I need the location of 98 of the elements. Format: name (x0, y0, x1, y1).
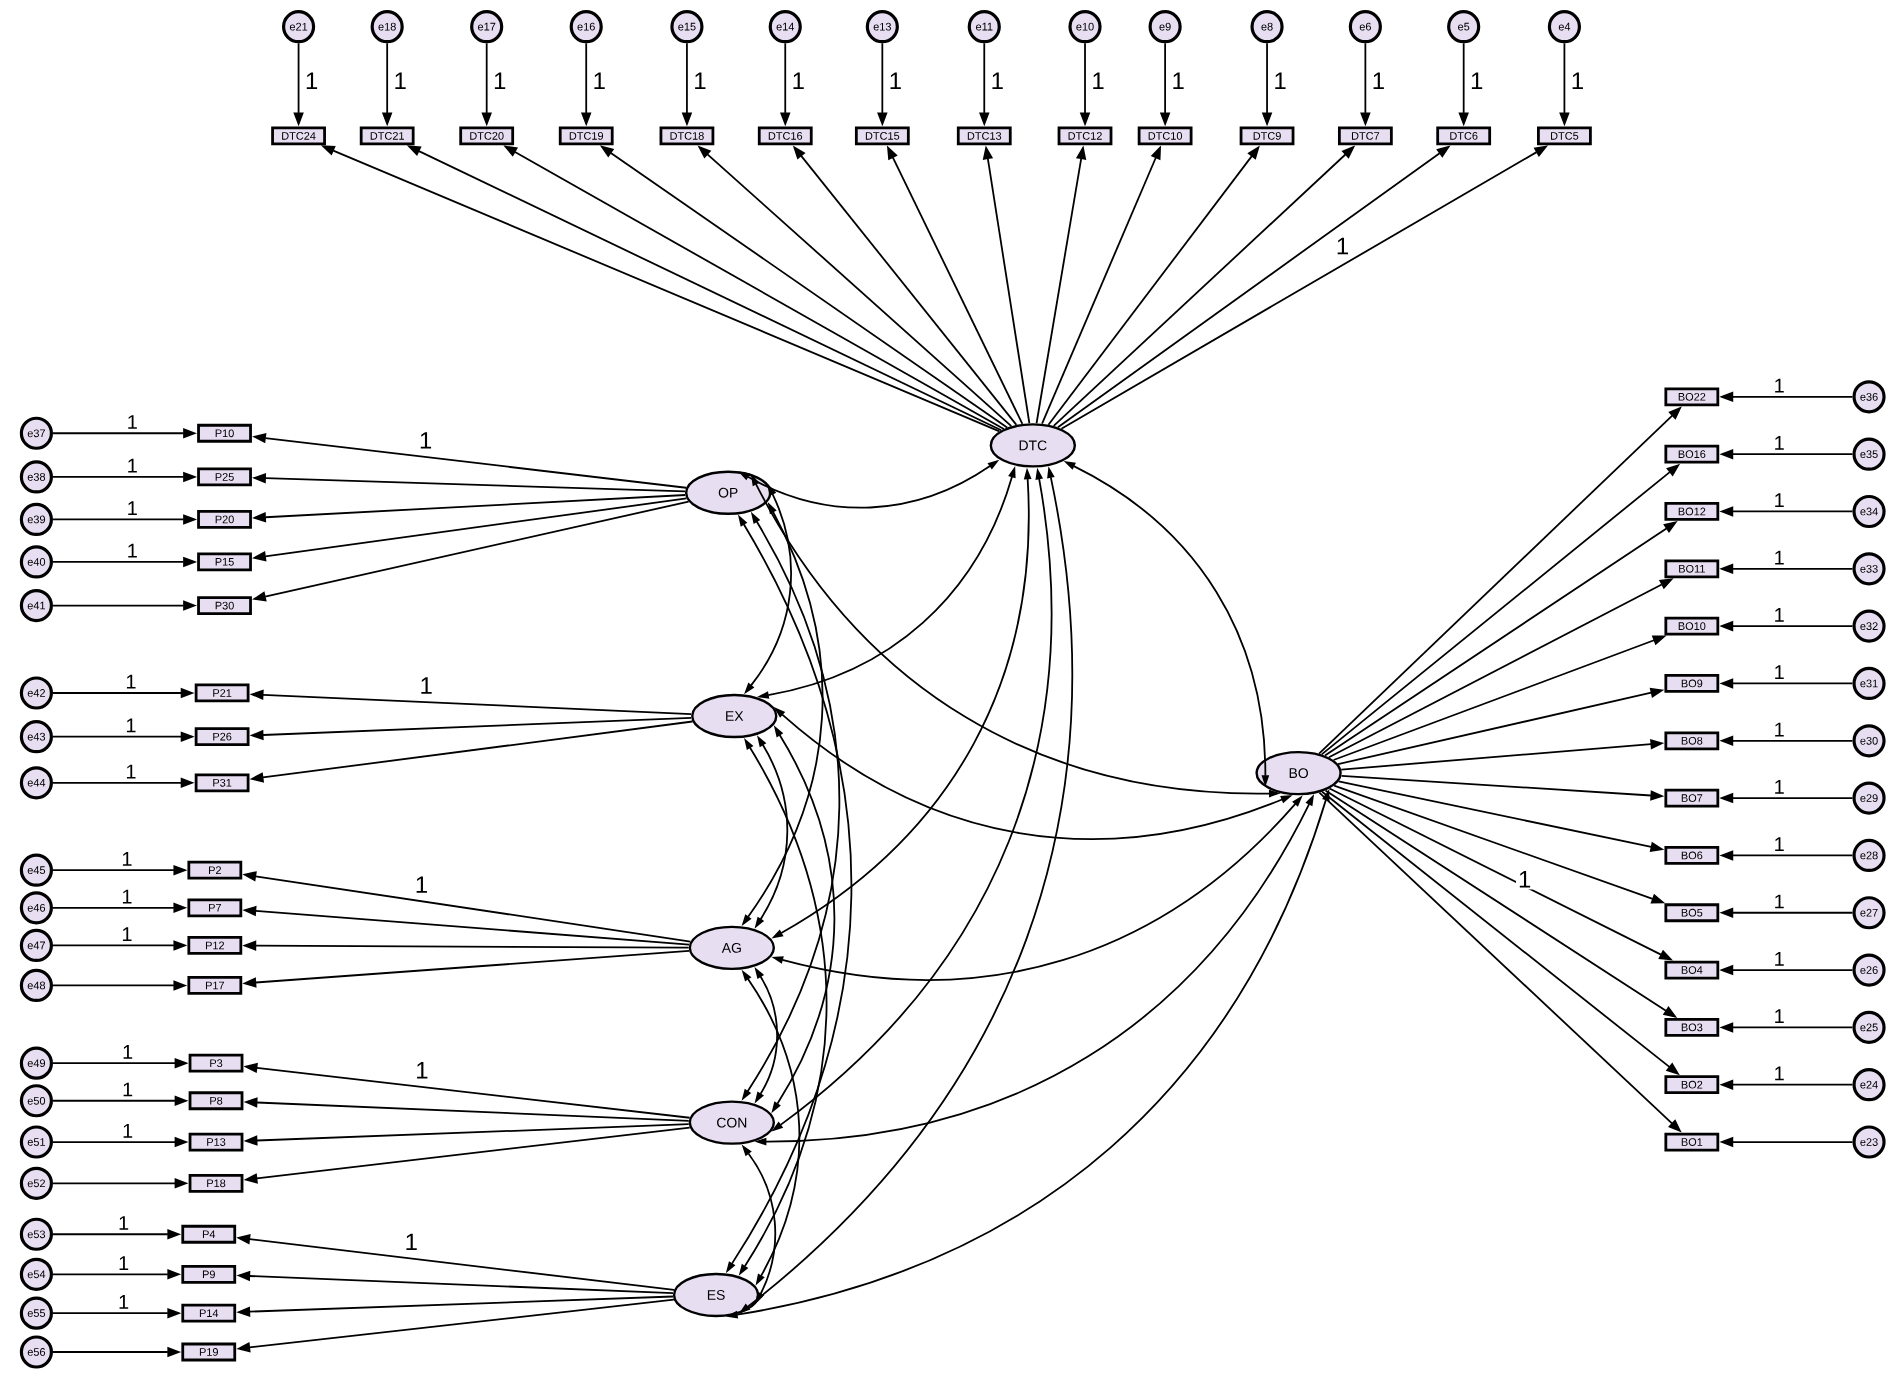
observed-variable-box: BO6 (1664, 846, 1720, 865)
observed-variable-box: DTC9 (1239, 126, 1295, 146)
path-coefficient: 1 (491, 70, 509, 91)
observed-variable-box: P25 (197, 467, 252, 487)
path-coefficient: 1 (124, 413, 140, 431)
path-coefficient: 1 (1369, 70, 1388, 91)
observed-variable-box: DTC5 (1537, 126, 1592, 146)
observed-variable-box: BO8 (1664, 731, 1720, 751)
observed-variable-box: P2 (187, 860, 243, 880)
path-coefficient: 1 (412, 874, 431, 895)
observed-variable-box: DTC6 (1436, 126, 1492, 146)
path-coefficient: 1 (120, 1080, 136, 1099)
path-coefficient: 1 (1771, 606, 1787, 624)
observed-variable-box: DTC12 (1057, 126, 1113, 146)
path-coefficient: 1 (119, 887, 135, 906)
observed-variable-box: DTC7 (1337, 126, 1393, 146)
observed-variable-box: BO4 (1664, 960, 1720, 980)
observed-variable-box: P17 (187, 976, 243, 995)
path-coefficient: 1 (1771, 720, 1787, 739)
observed-variable-box: P15 (197, 552, 252, 572)
path-coefficient: 1 (402, 1231, 420, 1253)
observed-variable-box: DTC18 (659, 126, 715, 146)
observed-variable-box: P7 (187, 898, 243, 918)
observed-variable-box: P4 (181, 1224, 237, 1244)
path-coefficient: 1 (123, 672, 139, 691)
observed-variable-box: DTC13 (956, 126, 1012, 146)
path-coefficient: 1 (1771, 778, 1787, 796)
path-coefficient: 1 (123, 762, 139, 781)
path-coefficient: 1 (886, 70, 904, 91)
observed-variable-box: BO3 (1664, 1018, 1720, 1037)
observed-variable-box: DTC20 (459, 126, 515, 146)
path-coefficient: 1 (1771, 376, 1787, 395)
path-coefficient: 1 (120, 1121, 136, 1140)
observed-variable-box: P21 (194, 683, 250, 703)
path-coefficient: 1 (1771, 663, 1787, 682)
observed-variable-box: P26 (194, 727, 250, 747)
observed-variable-box: DTC10 (1137, 126, 1193, 146)
path-coefficient: 1 (116, 1254, 132, 1272)
observed-variable-box: BO11 (1664, 559, 1720, 579)
path-coefficient: 1 (413, 1060, 431, 1081)
path-coefficient: 1 (1333, 235, 1352, 257)
observed-variable-box: BO9 (1664, 674, 1720, 693)
observed-variable-box: BO16 (1664, 444, 1720, 464)
observed-variable-box: P19 (181, 1342, 237, 1362)
observed-variable-box: P20 (197, 510, 252, 529)
path-coefficient: 1 (119, 925, 135, 944)
path-coefficient: 1 (1089, 70, 1107, 91)
path-coefficient: 1 (988, 70, 1006, 91)
observed-variable-box: DTC19 (558, 126, 614, 146)
path-coefficient: 1 (1771, 949, 1787, 968)
path-coefficient: 1 (416, 430, 435, 451)
observed-variable-box: BO7 (1664, 788, 1720, 808)
observed-variable-box: BO12 (1664, 502, 1720, 521)
path-coefficient: 1 (124, 541, 140, 560)
path-coefficient: 1 (1516, 869, 1534, 890)
observed-variable-box: BO1 (1664, 1132, 1720, 1152)
path-coefficient: 1 (391, 70, 409, 91)
path-coefficient: 1 (1771, 434, 1787, 452)
path-coefficient: 1 (119, 850, 135, 868)
observed-variable-box: BO10 (1664, 616, 1720, 636)
path-coefficient: 1 (116, 1293, 132, 1311)
path-coefficient: 1 (1271, 70, 1289, 91)
path-coefficient: 1 (1568, 70, 1587, 91)
path-coefficient: 1 (1468, 70, 1486, 91)
observed-variable-box: P3 (188, 1053, 244, 1073)
observed-variable-box: P18 (188, 1173, 244, 1193)
path-coefficient: 1 (302, 70, 321, 91)
path-coefficient: 1 (789, 70, 807, 91)
observed-variable-box: DTC15 (854, 126, 910, 146)
path-coefficient: 1 (123, 716, 139, 735)
observed-variable-box: P13 (188, 1132, 244, 1152)
path-coefficient: 1 (417, 675, 435, 696)
observed-variable-box: BO22 (1664, 387, 1720, 407)
observed-variable-box: P14 (181, 1303, 237, 1323)
observed-variable-box: BO5 (1664, 903, 1720, 923)
observed-variable-box: P10 (197, 423, 252, 443)
path-coefficient: 1 (1771, 1007, 1787, 1025)
path-coefficient: 1 (124, 456, 140, 475)
path-coefficient: 1 (1771, 835, 1787, 854)
path-coefficient: 1 (120, 1043, 136, 1061)
observed-variable-box: P31 (194, 773, 250, 793)
observed-variable-box: P12 (187, 936, 243, 955)
observed-variable-box: BO2 (1664, 1075, 1720, 1095)
observed-variable-box: DTC24 (271, 126, 326, 146)
path-coefficient: 1 (1169, 70, 1187, 91)
path-coefficient: 1 (1771, 548, 1787, 567)
observed-variable-box: P9 (181, 1264, 237, 1284)
path-coefficient: 1 (1771, 892, 1787, 911)
path-coefficient: 1 (1771, 491, 1787, 510)
path-coefficient: 1 (116, 1214, 132, 1232)
observed-variable-box: P8 (188, 1091, 244, 1111)
path-coefficient: 1 (124, 499, 140, 518)
path-coefficient: 1 (691, 70, 709, 91)
observed-variable-box: DTC16 (757, 126, 813, 146)
observed-variable-box: DTC21 (359, 126, 415, 146)
path-coefficient: 1 (1771, 1064, 1787, 1083)
path-coefficient: 1 (590, 70, 608, 91)
observed-variable-box: P30 (197, 596, 252, 615)
